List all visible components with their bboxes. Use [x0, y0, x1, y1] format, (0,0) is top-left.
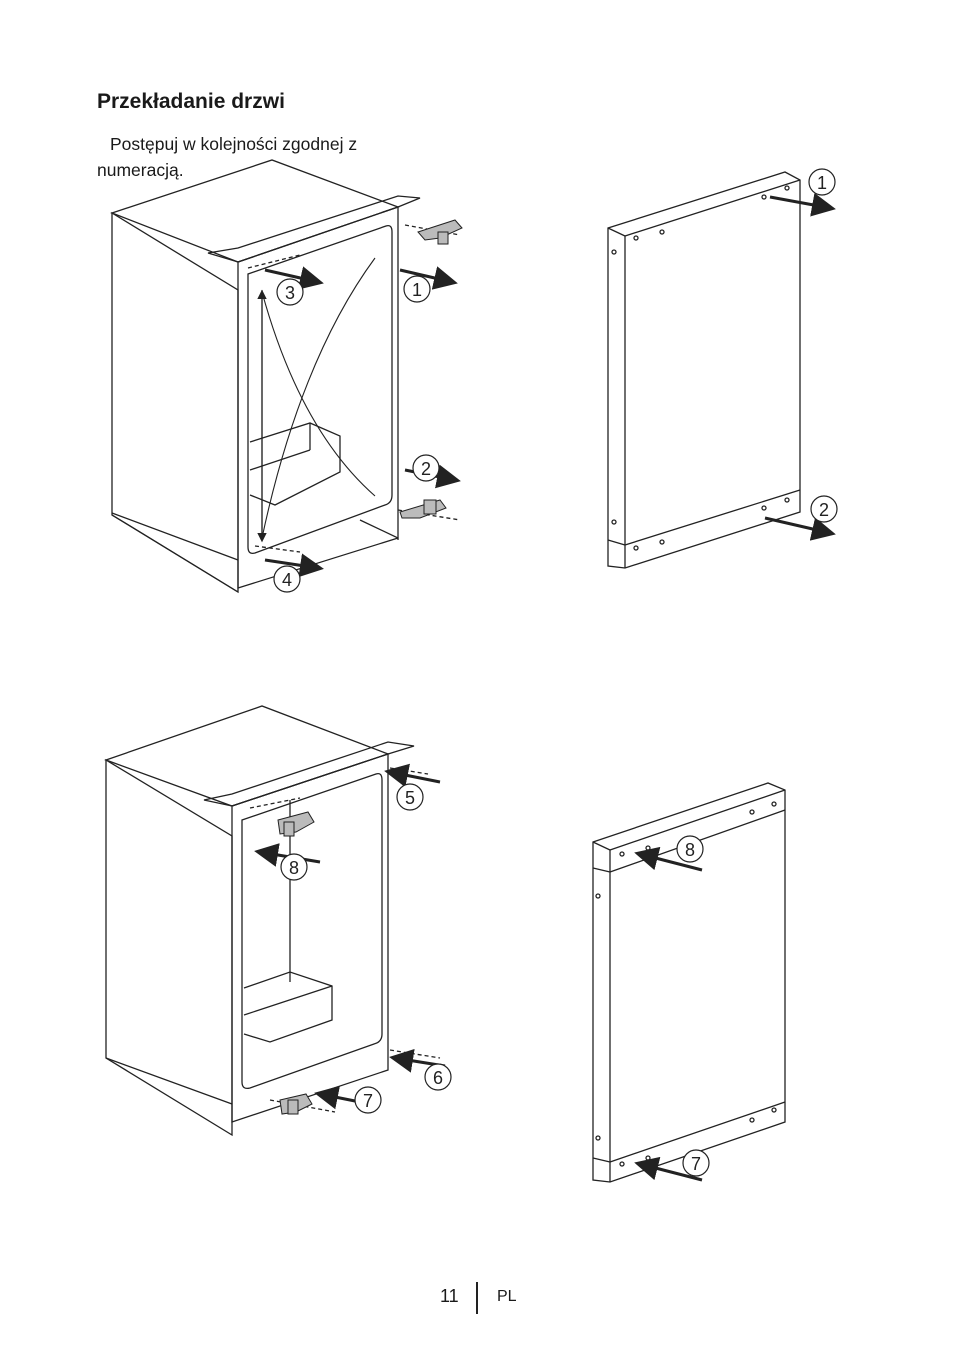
door-top-arrows: [764, 192, 836, 541]
step-circle-bottom-cabinet-8: 8: [280, 853, 308, 881]
svg-text:7: 7: [691, 1154, 701, 1174]
step-circle-bottom-door-8: 8: [676, 835, 704, 863]
svg-text:5: 5: [405, 788, 415, 808]
svg-text:8: 8: [289, 858, 299, 878]
step-circle-top-door-1: 1: [808, 168, 836, 196]
door-top-illustration: [607, 171, 801, 569]
svg-text:3: 3: [285, 283, 295, 303]
intro-text: Postępuj w kolejności zgodnej z numeracj…: [97, 134, 358, 180]
step-circle-bottom-cabinet-7: 7: [354, 1086, 382, 1114]
language-code: PL: [497, 1288, 517, 1305]
step-circle-top-cabinet-1: 1: [403, 275, 431, 303]
step-circle-top-cabinet-4: 4: [273, 565, 301, 593]
svg-text:7: 7: [363, 1091, 373, 1111]
door-bottom-illustration: [592, 782, 786, 1183]
cabinet-bottom-illustration: [104, 705, 441, 1137]
svg-text:6: 6: [433, 1068, 443, 1088]
cabinet-top-arrows: [257, 266, 461, 578]
step-circle-bottom-door-7: 7: [682, 1149, 710, 1177]
page-title: Przekładanie drzwi: [97, 90, 285, 113]
page-footer: 11 PL: [0, 1282, 954, 1322]
footer-divider: [476, 1282, 478, 1314]
svg-text:1: 1: [412, 280, 422, 300]
step-circle-bottom-cabinet-6: 6: [424, 1063, 452, 1091]
page-number: 11: [440, 1286, 459, 1306]
svg-text:1: 1: [817, 173, 827, 193]
svg-text:4: 4: [282, 570, 292, 590]
upper-hinge-top-illustration: [399, 219, 463, 519]
door-bottom-arrows: [634, 846, 703, 1182]
step-circle-top-cabinet-3: 3: [276, 278, 304, 306]
svg-text:2: 2: [819, 500, 829, 520]
hinge-bottom-illustration: [277, 811, 315, 1115]
svg-text:2: 2: [421, 459, 431, 479]
step-circle-top-cabinet-2: 2: [412, 454, 440, 482]
svg-text:8: 8: [685, 840, 695, 860]
step-circle-bottom-cabinet-5: 5: [396, 783, 424, 811]
cabinet-top-illustration: [110, 159, 461, 594]
step-circle-top-door-2: 2: [810, 495, 838, 523]
